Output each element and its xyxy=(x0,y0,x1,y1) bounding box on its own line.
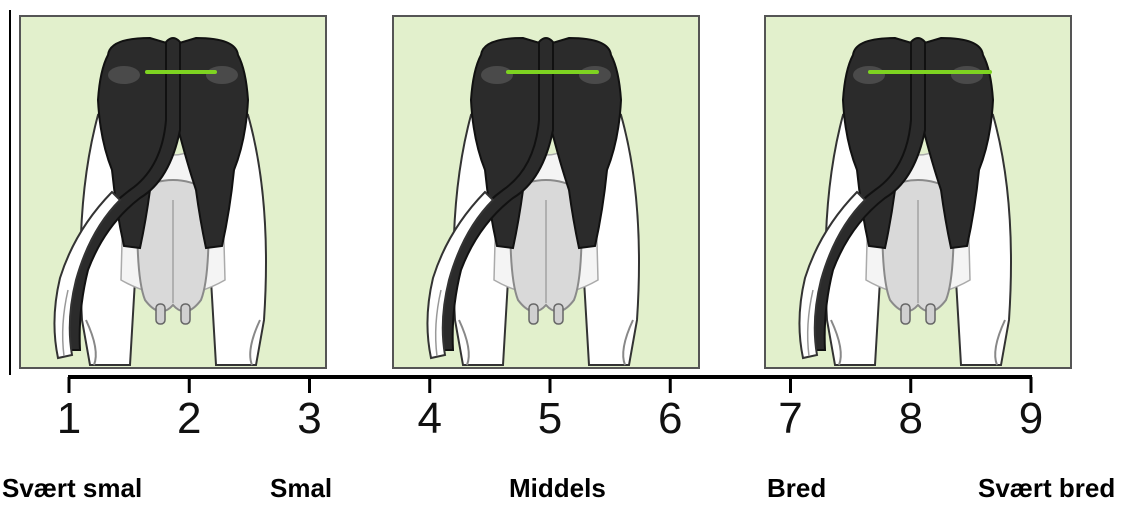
category-very-wide: Svært bred xyxy=(978,473,1115,504)
panel-medium xyxy=(393,16,699,368)
scale-tick-label: 4 xyxy=(418,394,442,443)
category-medium: Middels xyxy=(509,473,606,504)
scale-tick-label: 6 xyxy=(658,394,682,443)
category-narrow: Smal xyxy=(270,473,332,504)
scale-tick-label: 2 xyxy=(177,394,201,443)
scale-tick-label: 3 xyxy=(297,394,321,443)
scale-tick-label: 1 xyxy=(57,394,81,443)
category-very-narrow: Svært smal xyxy=(2,473,142,504)
scale-tick-label: 8 xyxy=(899,394,923,443)
scale-tick-label: 5 xyxy=(538,394,562,443)
panel-narrow xyxy=(20,16,326,368)
panel-wide xyxy=(765,16,1071,368)
scale-axis: 1 2 3 4 5 6 7 8 9 xyxy=(57,377,1043,443)
scale-tick-label: 7 xyxy=(778,394,802,443)
category-wide: Bred xyxy=(767,473,826,504)
scale-tick-label: 9 xyxy=(1019,394,1043,443)
